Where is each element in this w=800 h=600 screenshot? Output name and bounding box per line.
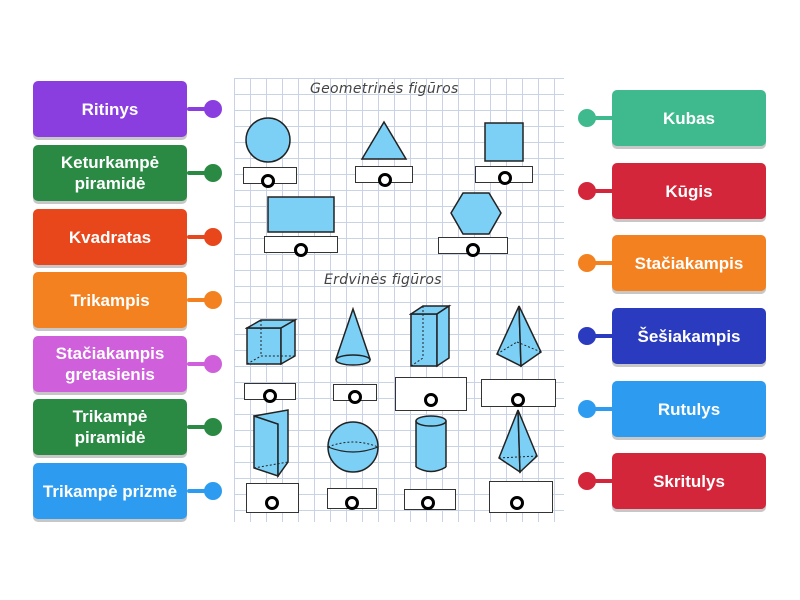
connector-pin: [187, 362, 207, 366]
connector-dot[interactable]: [578, 254, 596, 272]
connector-dot[interactable]: [204, 355, 222, 373]
triangle-icon: [360, 120, 408, 160]
connector-pin: [592, 116, 614, 120]
tile-staciakampis[interactable]: Stačiakampis: [612, 235, 766, 291]
connector-dot[interactable]: [578, 472, 596, 490]
rectangular-prism-icon: [409, 304, 452, 368]
connector-pin: [187, 298, 207, 302]
tile-label: Trikampė prizmė: [42, 481, 178, 501]
tile-keturkampe-piramide[interactable]: Keturkampė piramidė: [33, 145, 187, 201]
connector-pin: [187, 489, 207, 493]
tile-staciakampis-gretasienis[interactable]: Stačiakampis gretasienis: [33, 336, 187, 392]
drop-target[interactable]: [261, 174, 275, 188]
tile-label: Skritulys: [653, 471, 725, 491]
tile-label: Keturkampė piramidė: [60, 153, 160, 193]
square-pyramid-icon: [496, 305, 542, 368]
connector-pin: [592, 479, 614, 483]
drop-target[interactable]: [348, 390, 362, 404]
tile-label: Kubas: [663, 108, 715, 128]
connector-pin: [187, 171, 207, 175]
circle-icon: [245, 117, 291, 163]
drop-target[interactable]: [294, 243, 308, 257]
drop-target[interactable]: [466, 243, 480, 257]
drop-target[interactable]: [424, 393, 438, 407]
connector-dot[interactable]: [578, 109, 596, 127]
connector-dot[interactable]: [578, 182, 596, 200]
hexagon-icon: [450, 192, 502, 235]
drop-target[interactable]: [421, 496, 435, 510]
triangular-pyramid-icon: [498, 409, 538, 474]
drop-target[interactable]: [265, 496, 279, 510]
tile-kugis[interactable]: Kūgis: [612, 163, 766, 219]
tile-kvadratas[interactable]: Kvadratas: [33, 209, 187, 265]
connector-dot[interactable]: [204, 100, 222, 118]
connector-pin: [592, 407, 614, 411]
tile-trikampis[interactable]: Trikampis: [33, 272, 187, 328]
title-plane-figures: Geometrinės figūros: [310, 81, 459, 97]
connector-pin: [187, 107, 207, 111]
drop-target[interactable]: [378, 173, 392, 187]
connector-dot[interactable]: [204, 164, 222, 182]
sphere-icon: [327, 421, 379, 473]
tile-label: Kvadratas: [68, 227, 152, 247]
connector-pin: [187, 425, 207, 429]
cone-icon: [334, 307, 372, 366]
tile-label: Stačiakampis: [634, 253, 744, 273]
connector-dot[interactable]: [204, 482, 222, 500]
tile-label: Stačiakampis gretasienis: [55, 344, 165, 384]
worksheet: Geometrinės figūros Erdvinės figūros: [234, 78, 564, 522]
connector-pin: [592, 261, 614, 265]
tile-label: Trikampis: [70, 290, 150, 310]
tile-trikampe-piramide[interactable]: Trikampė piramidė: [33, 399, 187, 455]
connector-pin: [592, 189, 614, 193]
rectangle-icon: [267, 196, 335, 233]
drop-target[interactable]: [510, 496, 524, 510]
tile-ritinys[interactable]: Ritinys: [33, 81, 187, 137]
title-solid-figures: Erdvinės figūros: [324, 272, 442, 288]
tile-label: Ritinys: [81, 99, 139, 119]
cube-icon: [245, 318, 298, 366]
tile-label: Trikampė piramidė: [72, 407, 148, 447]
connector-dot[interactable]: [578, 400, 596, 418]
drop-target[interactable]: [511, 393, 525, 407]
drop-target[interactable]: [263, 389, 277, 403]
connector-pin: [592, 334, 614, 338]
tile-label: Šešiakampis: [637, 326, 741, 346]
tile-sesiakampis[interactable]: Šešiakampis: [612, 308, 766, 364]
cylinder-icon: [415, 415, 447, 473]
drop-target[interactable]: [345, 496, 359, 510]
tile-trikampe-prizme[interactable]: Trikampė prizmė: [33, 463, 187, 519]
tile-rutulys[interactable]: Rutulys: [612, 381, 766, 437]
tile-skritulys[interactable]: Skritulys: [612, 453, 766, 509]
connector-dot[interactable]: [204, 418, 222, 436]
connector-dot[interactable]: [578, 327, 596, 345]
square-icon: [484, 122, 524, 162]
tile-label: Rutulys: [657, 399, 721, 419]
connector-dot[interactable]: [204, 291, 222, 309]
connector-dot[interactable]: [204, 228, 222, 246]
tile-label: Kūgis: [665, 181, 713, 201]
connector-pin: [187, 235, 207, 239]
tile-kubas[interactable]: Kubas: [612, 90, 766, 146]
triangular-prism-icon: [253, 409, 289, 479]
drop-target[interactable]: [498, 171, 512, 185]
